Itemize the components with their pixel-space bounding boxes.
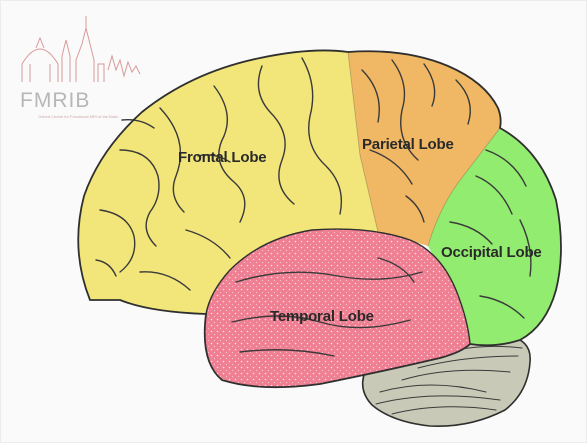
fmrib-logo: FMRIB Oxford Centre for Functional MRI o… [20,16,140,119]
parietal-lobe-label: Parietal Lobe [362,136,454,153]
logo-text: FMRIB [20,89,90,112]
occipital-lobe-label: Occipital Lobe [441,244,542,261]
logo-skyline-icon [22,16,140,82]
frontal-lobe-label: Frontal Lobe [178,149,266,166]
logo-subtitle: Oxford Centre for Functional MRI of the … [38,114,118,119]
temporal-lobe-label: Temporal Lobe [270,308,374,325]
